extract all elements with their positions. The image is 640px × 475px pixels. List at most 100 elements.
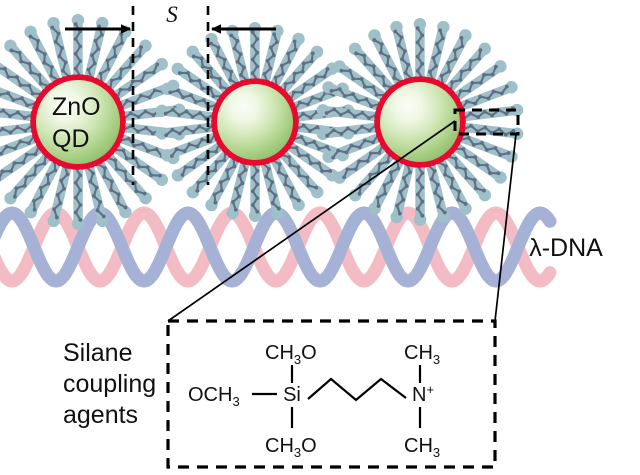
ligand-bead <box>0 151 4 156</box>
ligand-head <box>71 13 85 27</box>
ligand-bead <box>294 145 299 150</box>
ligand-bead <box>401 197 406 202</box>
ligand-bead <box>222 57 227 62</box>
ligand-bead <box>309 59 314 64</box>
ligand-bead <box>228 77 233 82</box>
ligand-bead <box>476 115 480 120</box>
ligand-bead <box>33 152 38 157</box>
ch3o-top-text: CH <box>265 342 294 364</box>
ligand-bead <box>42 60 47 65</box>
ligand-bead <box>429 177 434 181</box>
ligand-head <box>161 149 174 162</box>
ligand-bead <box>441 36 445 41</box>
ligand-bead <box>287 59 292 64</box>
ligand-bead <box>365 159 370 163</box>
ligand-bead <box>420 185 425 190</box>
ligand-bead <box>434 42 439 47</box>
ligand-bead <box>139 45 144 50</box>
ligand-bead <box>29 70 33 75</box>
ligand-bead <box>255 168 260 173</box>
ligand-bead <box>329 89 334 93</box>
ligand-bead <box>490 72 495 77</box>
ligand-bead <box>61 68 65 73</box>
ligand-bead <box>240 181 245 186</box>
ligand-bead <box>151 70 156 75</box>
ligand-bead <box>450 176 455 181</box>
ligand-bead <box>396 43 401 48</box>
ligand-bead <box>434 64 439 68</box>
ligand-bead <box>171 107 175 112</box>
ligand-bead <box>19 59 24 64</box>
ligand-bead <box>88 179 93 184</box>
ligand-head <box>413 18 427 31</box>
ligand-bead <box>96 47 101 52</box>
ligand-bead <box>177 71 182 75</box>
ligand-bead <box>196 180 201 185</box>
ligand-bead <box>208 66 213 71</box>
ligand-bead <box>73 180 78 185</box>
ligand-bead <box>4 144 9 149</box>
ligand-bead <box>127 64 132 69</box>
ligand-head <box>478 188 492 202</box>
ligand-bead <box>98 71 103 76</box>
ligand-bead <box>130 79 135 84</box>
ligand-bead <box>503 132 508 137</box>
ligand-bead <box>269 45 273 50</box>
ligand-bead <box>231 200 235 204</box>
ligand-bead <box>442 210 447 215</box>
ligand-bead <box>197 78 202 83</box>
ligand-bead <box>331 155 336 160</box>
ligand-bead <box>449 185 454 190</box>
ligand-head <box>119 205 132 219</box>
ligand-bead <box>344 150 349 155</box>
ligand-bead <box>453 56 458 61</box>
ligand-bead <box>352 114 357 119</box>
ligand-bead <box>221 65 226 70</box>
ligand-bead <box>32 199 36 203</box>
ligand-bead <box>459 69 464 74</box>
ligand-bead <box>371 85 376 89</box>
ligand-bead <box>364 97 369 102</box>
ligand-bead <box>232 164 237 169</box>
ligand-head <box>348 42 362 56</box>
ch3-bot-text: CH <box>404 435 433 457</box>
ligand-bead <box>456 197 461 202</box>
ligand-bead <box>183 165 188 170</box>
ligand-bead <box>78 188 83 193</box>
ligand-bead <box>301 111 306 116</box>
ligand-bead <box>18 83 23 88</box>
ligand-bead <box>415 40 420 45</box>
ligand-bead <box>310 51 315 56</box>
ligand-bead <box>20 96 24 101</box>
ligand-bead <box>255 50 260 55</box>
ligand-bead <box>287 155 292 159</box>
spacing-annotation: S <box>65 2 276 185</box>
ligand-bead <box>300 90 304 95</box>
qd-left <box>0 13 186 231</box>
ligand-bead <box>431 56 436 60</box>
ligand-bead <box>486 96 491 101</box>
silane-label-line1: Silane <box>63 339 133 367</box>
ligand-bead <box>460 44 465 49</box>
ligand-bead <box>306 183 311 188</box>
ligand-bead <box>73 22 78 27</box>
qd-left-ligand-shell <box>0 13 186 231</box>
ligand-head <box>96 214 109 228</box>
ligand-bead <box>301 61 306 66</box>
ligand-bead <box>149 173 154 178</box>
ligand-bead <box>360 124 364 129</box>
ligand-bead <box>237 173 242 178</box>
ligand-bead <box>143 70 147 75</box>
ligand-bead <box>250 175 255 180</box>
ligand-bead <box>124 156 129 161</box>
ligand-bead <box>123 205 128 210</box>
ligand-bead <box>353 130 358 135</box>
ligand-bead <box>21 160 26 165</box>
ligand-bead <box>493 146 498 150</box>
ligand-bead <box>381 75 385 79</box>
ligand-bead <box>90 53 94 58</box>
ligand-bead <box>470 81 475 85</box>
ligand-bead <box>324 111 329 115</box>
ligand-bead <box>218 85 223 89</box>
ligand-bead <box>504 84 509 89</box>
